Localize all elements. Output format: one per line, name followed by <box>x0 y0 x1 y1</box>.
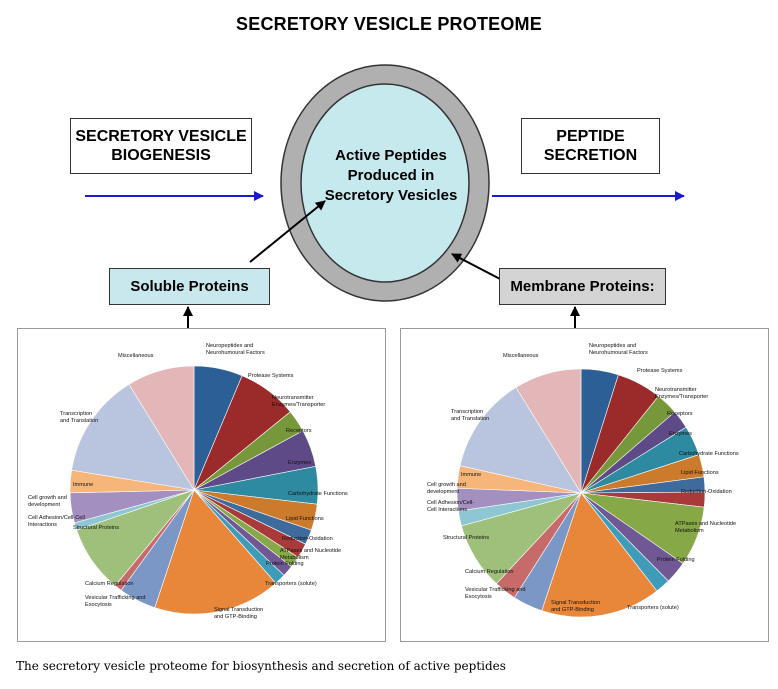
vesicle-label-line1: Active Peptides <box>335 147 447 164</box>
pie-label-enzymes: Enzymes <box>669 431 692 437</box>
vesicle-lumen <box>300 83 470 283</box>
biogenesis-line1: SECRETORY VESICLE <box>75 128 247 145</box>
pie-label-protein-folding: Protein Folding <box>266 561 304 567</box>
membrane-proteins-label: Membrane Proteins: <box>510 278 655 295</box>
pie-slice-miscellaneous <box>128 365 195 492</box>
pie-label-reduction-oxidation: Reduction-Oxidation <box>681 489 732 495</box>
pie-label-receptors: Receptors <box>667 411 693 417</box>
vesicle-label: Active Peptides Produced in Secretory Ve… <box>305 146 477 206</box>
pie-label-structural-proteins: Structural Proteins <box>443 535 489 541</box>
secretion-line1: PEPTIDE <box>556 128 625 145</box>
pie-label-calcium-regulation: Calcium Regulation <box>85 581 134 587</box>
pie-label-reduction-oxidation: Reduction-Oxidation <box>282 536 333 542</box>
pie-slice-transcription-and-translation <box>71 383 195 491</box>
pie-label-protein-folding: Protein Folding <box>657 557 695 563</box>
biogenesis-line2: BIOGENESIS <box>111 147 211 164</box>
pie-label-enzymes: Enzymes <box>288 460 311 466</box>
pie-slice-miscellaneous <box>515 368 582 495</box>
pie-slice-signal-transduction-and-gtp-binding <box>541 492 658 618</box>
pie-label-receptors: Receptors <box>286 428 312 434</box>
pie-label-lipid-functions: Lipid Functions <box>286 516 324 522</box>
vesicle-label-line3: Secretory Vesicles <box>324 187 458 204</box>
membrane-to-vesicle-arrow <box>451 253 503 281</box>
soluble-proteins-box: Soluble Proteins <box>109 268 270 305</box>
secretion-box: PEPTIDE SECRETION <box>521 118 660 174</box>
diagram-title: SECRETORY VESICLE PROTEOME <box>236 14 542 34</box>
soluble-proteins-label: Soluble Proteins <box>130 278 249 295</box>
pie-label-calcium-regulation: Calcium Regulation <box>465 569 514 575</box>
pie-label-immune: Immune <box>461 472 481 478</box>
pie-slice-transcription-and-translation <box>459 386 582 494</box>
vesicle-label-line2: Produced in <box>347 167 435 184</box>
soluble-to-vesicle-arrow <box>249 200 326 263</box>
pie-label-carbohydrate-functions: Carbohydrate Functions <box>288 491 348 497</box>
pie-label-carbohydrate-functions: Carbohydrate Functions <box>679 451 739 457</box>
pie-label-structural-proteins: Structural Proteins <box>73 525 119 531</box>
pie-label-protease-systems: Protease Systems <box>248 373 294 379</box>
pie-slice-signal-transduction-and-gtp-binding <box>154 489 277 615</box>
pie-label-lipid-functions: Lipid Functions <box>681 470 719 476</box>
pie-label-protease-systems: Protease Systems <box>637 368 683 374</box>
membrane-proteins-box: Membrane Proteins: <box>499 268 666 305</box>
secretion-line2: SECRETION <box>543 147 638 164</box>
biogenesis-box: SECRETORY VESICLE BIOGENESIS <box>70 118 252 174</box>
figure-caption: The secretory vesicle proteome for biosy… <box>16 659 506 673</box>
pie-label-transporters-solute: Transporters (solute) <box>627 605 679 611</box>
pie-label-cell-adhesion-cell-cell-interactions: Cell Adhesion/Cell-Cell Interactions <box>427 500 474 513</box>
pie-label-miscellaneous: Miscellaneous <box>118 353 154 359</box>
pie-label-transporters-solute: Transporters (solute) <box>265 581 317 587</box>
pie-label-miscellaneous: Miscellaneous <box>503 353 539 359</box>
pie-label-immune: Immune <box>73 482 93 488</box>
